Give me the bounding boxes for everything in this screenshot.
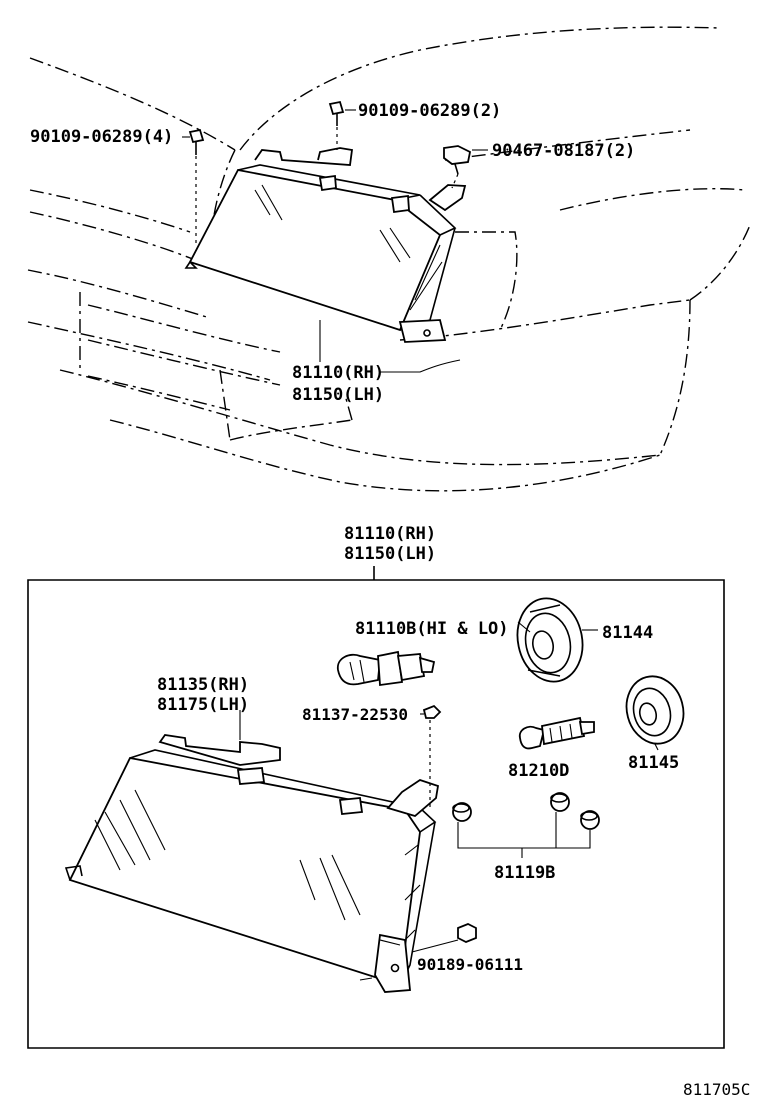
leaders-upper bbox=[182, 109, 488, 373]
label-bolt-top-2: 90109-06289(2) bbox=[358, 101, 501, 121]
label-bulb-small: 81210D bbox=[508, 761, 569, 781]
label-nut: 90189-06111 bbox=[417, 955, 523, 974]
label-grommets: 81119B bbox=[494, 863, 555, 883]
grommet-1-icon bbox=[452, 802, 472, 822]
grommet-3-icon bbox=[580, 810, 600, 830]
label-assy-box-lh: 81150(LH) bbox=[344, 544, 436, 564]
grommet-bracket bbox=[457, 812, 591, 858]
bulb-hi-lo-icon bbox=[337, 650, 436, 687]
socket-cover-81144-icon bbox=[516, 597, 598, 683]
bulb-81210d-icon bbox=[518, 716, 595, 750]
bolt-upper-top-icon bbox=[328, 100, 345, 150]
clip-upper-icon bbox=[443, 145, 472, 189]
exploded-box bbox=[27, 566, 725, 1049]
headlamp-upper-icon bbox=[184, 147, 467, 343]
headlamp-lens-icon bbox=[64, 734, 440, 993]
figure-code: 811705C bbox=[683, 1080, 750, 1099]
label-assy-top-rh: 81110(RH) bbox=[292, 363, 384, 383]
label-bolt-left-4: 90109-06289(4) bbox=[30, 127, 173, 147]
label-lens-rh: 81135(RH) bbox=[157, 675, 249, 695]
label-assy-top-lh: 81150(LH) bbox=[292, 385, 384, 405]
label-socket-cover-81144: 81144 bbox=[602, 623, 653, 643]
label-bulb-hi-lo: 81110B(HI & LO) bbox=[355, 619, 509, 639]
label-socket-cover-81145: 81145 bbox=[628, 753, 679, 773]
screw-81137-icon bbox=[422, 704, 442, 810]
nut-icon bbox=[411, 923, 477, 953]
grommet-2-icon bbox=[550, 792, 570, 812]
socket-cover-81145-icon bbox=[625, 675, 685, 751]
label-clip-2: 90467-08187(2) bbox=[492, 141, 635, 161]
leaders-lower bbox=[239, 621, 531, 740]
bolt-upper-left-icon bbox=[188, 128, 205, 245]
label-assy-box-rh: 81110(RH) bbox=[344, 524, 436, 544]
label-screw: 81137-22530 bbox=[302, 705, 408, 724]
label-lens-lh: 81175(LH) bbox=[157, 695, 249, 715]
